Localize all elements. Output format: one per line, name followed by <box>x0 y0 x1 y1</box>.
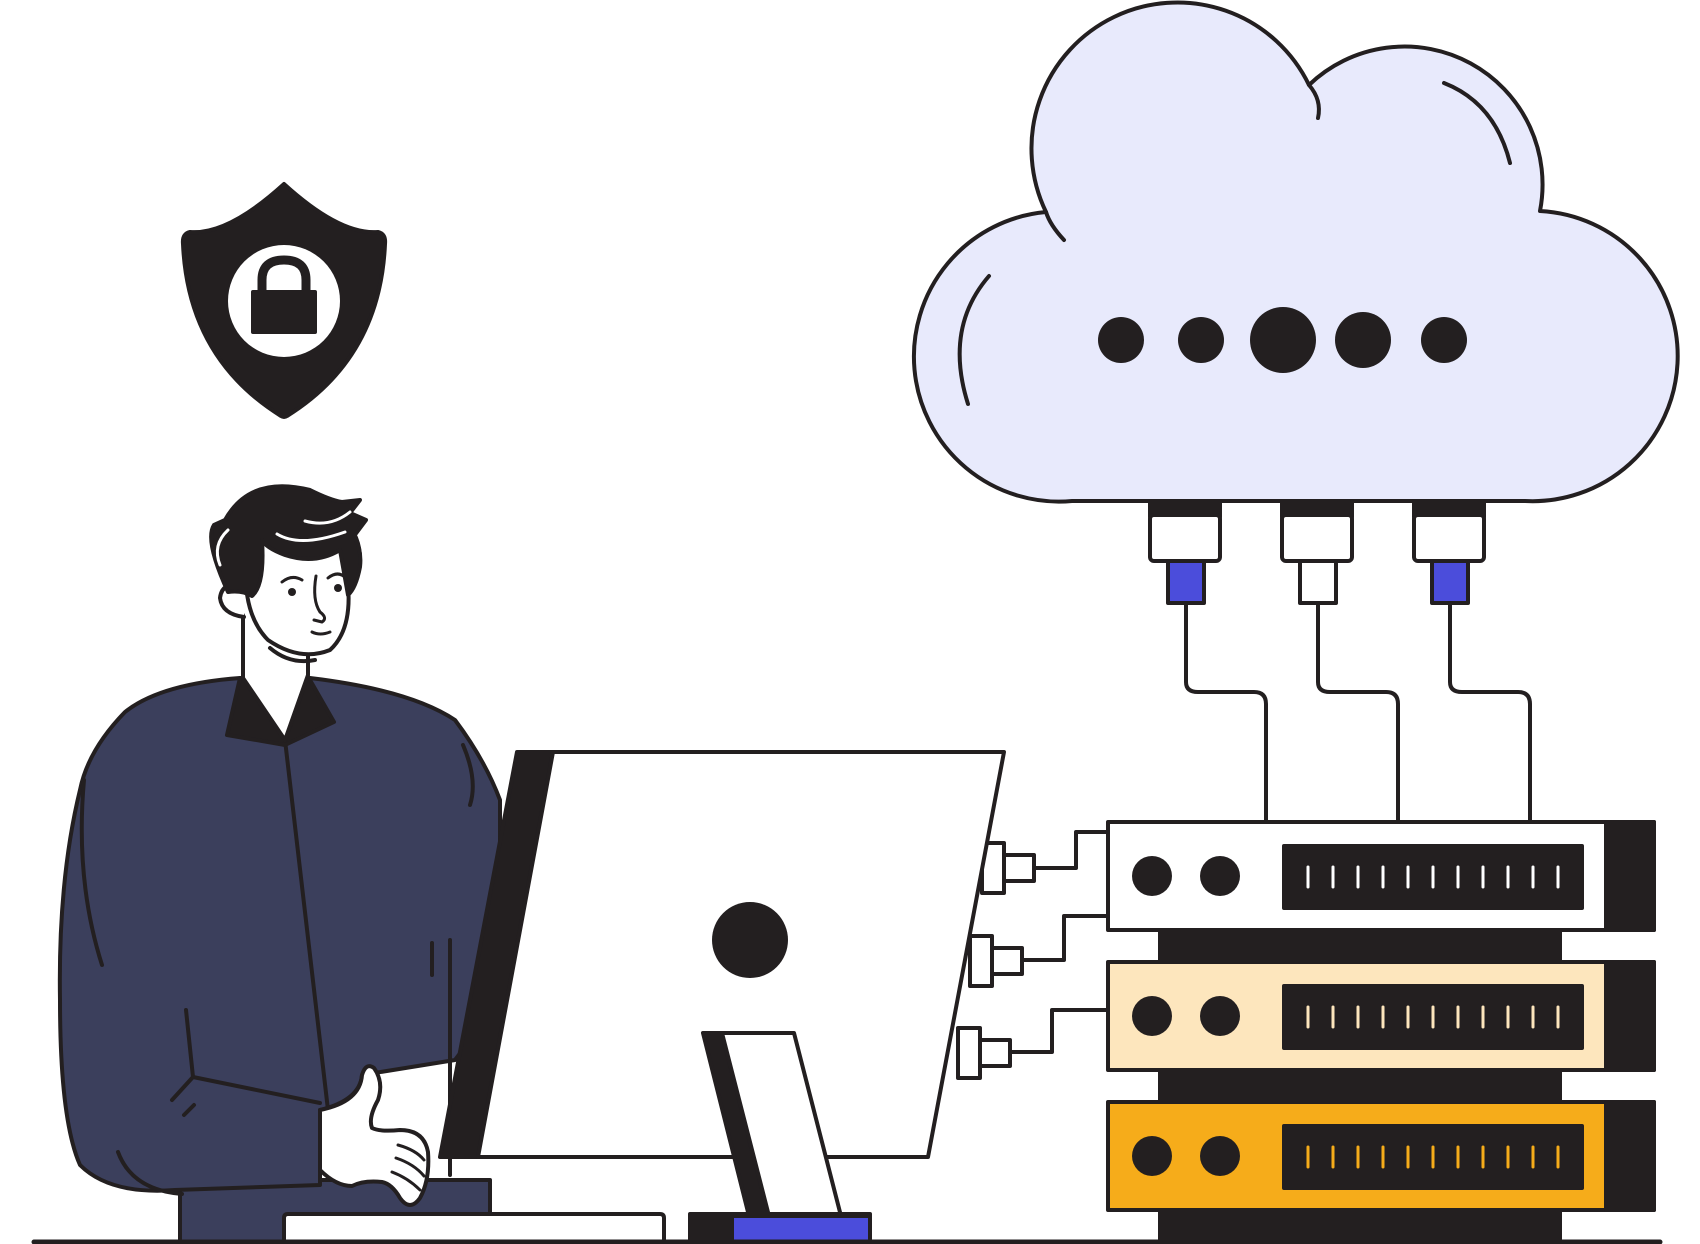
connector-right <box>1412 499 1532 824</box>
shield-lock-icon <box>180 182 388 419</box>
connector-left <box>1148 499 1268 824</box>
cloud-icon <box>911 0 1680 504</box>
server-unit-3 <box>1106 1100 1656 1212</box>
server-unit-1 <box>1106 820 1656 932</box>
cloud-dots <box>1098 307 1467 373</box>
server-leds-2 <box>1306 1005 1560 1029</box>
person-figure <box>57 484 502 1244</box>
monitor-cables <box>956 830 1110 1080</box>
monitor-icon <box>438 750 1006 1244</box>
server-leds-1 <box>1306 865 1560 889</box>
server-unit-2 <box>1106 960 1656 1072</box>
server-rack-icon <box>1106 820 1656 1244</box>
keyboard-icon <box>282 1212 666 1244</box>
cloud-connectors <box>1148 499 1532 824</box>
server-leds-3 <box>1306 1145 1560 1169</box>
connector-middle <box>1280 499 1400 824</box>
